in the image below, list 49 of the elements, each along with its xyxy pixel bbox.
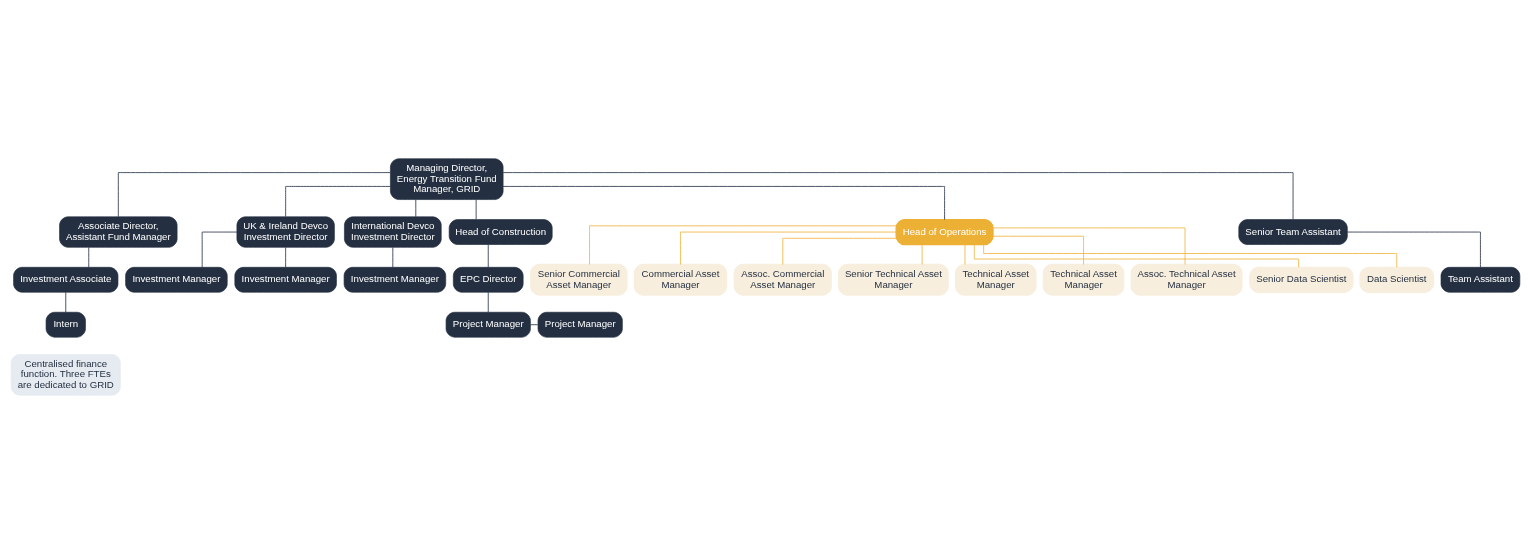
node-box: Team Assistant [1440,266,1521,293]
connector [589,225,897,265]
connector [680,231,897,265]
node-box: Centralised finance function. Three FTEs are dedicated to GRID [10,354,121,396]
node-box: Senior Team Assistant [1238,219,1348,245]
node-box: Associate Director, Assistant Fund Manager [59,216,178,248]
node-box: Technical Asset Manager [954,263,1037,296]
connector [475,199,477,220]
node-box: Senior Data Scientist [1249,266,1354,293]
node-box: Data Scientist [1359,266,1435,293]
node-box: UK & Ireland Devco Investment Director [236,216,335,248]
node-box: Investment Manager [343,266,447,293]
node-box: Assoc. Commercial Asset Manager [733,263,832,296]
connector [502,186,945,220]
node-box: Project Manager [445,311,531,338]
connector [992,235,1084,265]
node-box: Project Manager [537,311,623,338]
connector [1347,231,1481,268]
node-box: Head of Operations [895,218,994,246]
connector [392,247,394,268]
connector [415,199,417,218]
connector [487,291,489,313]
node-box: Senior Commercial Asset Manager [530,263,628,296]
connector [502,172,1294,220]
node-box: EPC Director [452,266,524,293]
node-box: Senior Technical Asset Manager [838,263,949,296]
node-box: Assoc. Technical Asset Manager [1130,263,1243,296]
connector [88,247,90,268]
node-box: Commercial Asset Manager [633,263,728,296]
connector [65,291,67,313]
node-box: Managing Director, Energy Transition Fund Manager, GRID [390,158,504,200]
connector [921,244,923,265]
node-box: Head of Construction [448,219,553,245]
connector [964,244,966,265]
node-box: Investment Manager [125,266,228,293]
connector [782,237,897,265]
connector [530,324,539,326]
connector [973,244,1299,268]
connector [117,172,391,218]
connector [487,244,489,268]
connector [201,231,238,268]
node-box: International Devco Investment Director [344,216,442,248]
connector [285,247,287,268]
node-box: Technical Asset Manager [1042,263,1125,296]
node-box: Investment Associate [13,266,119,293]
node-box: Investment Manager [234,266,337,293]
connector [992,227,1186,265]
node-box: Intern [45,311,86,338]
connector [285,186,391,218]
